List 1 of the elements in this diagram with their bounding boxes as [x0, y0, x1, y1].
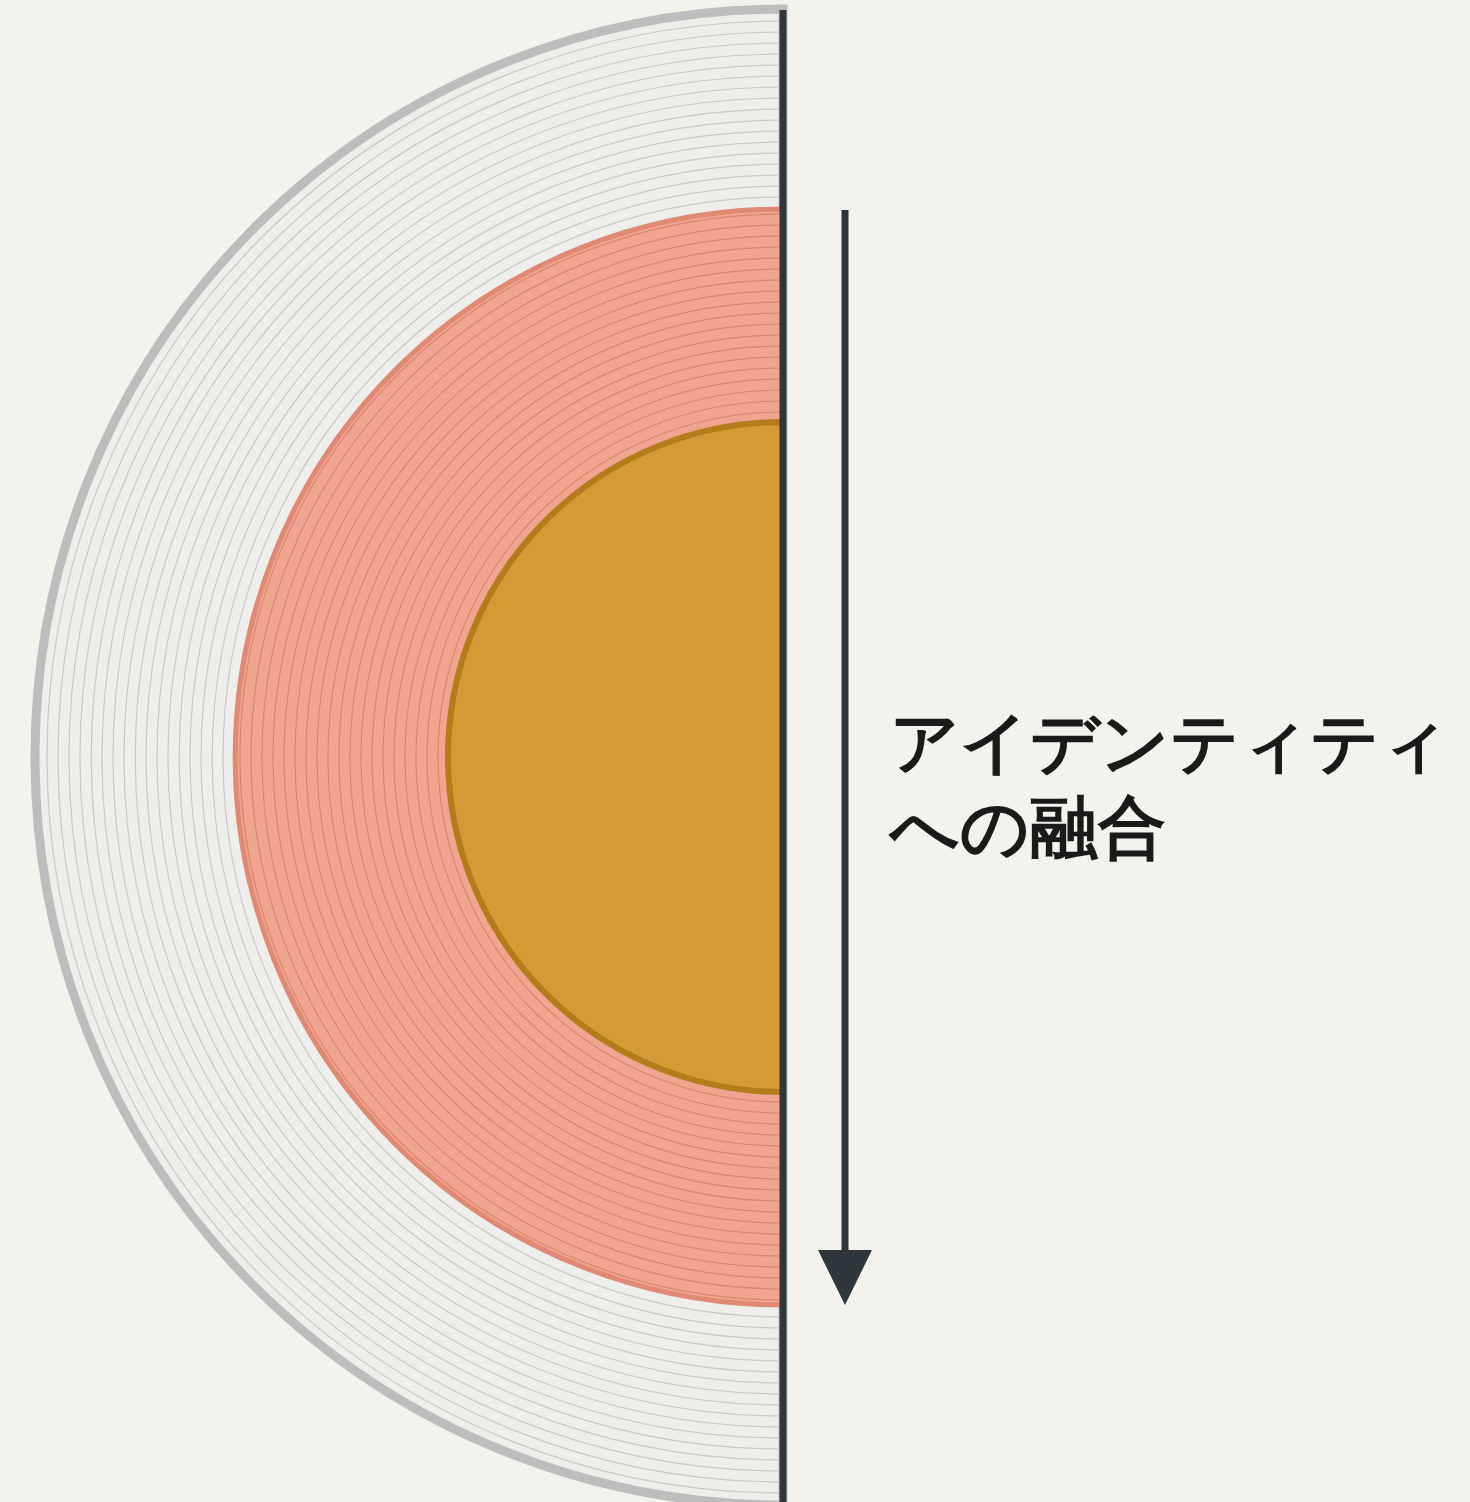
arrow-label: アイデンティティへの融合	[890, 702, 1451, 869]
